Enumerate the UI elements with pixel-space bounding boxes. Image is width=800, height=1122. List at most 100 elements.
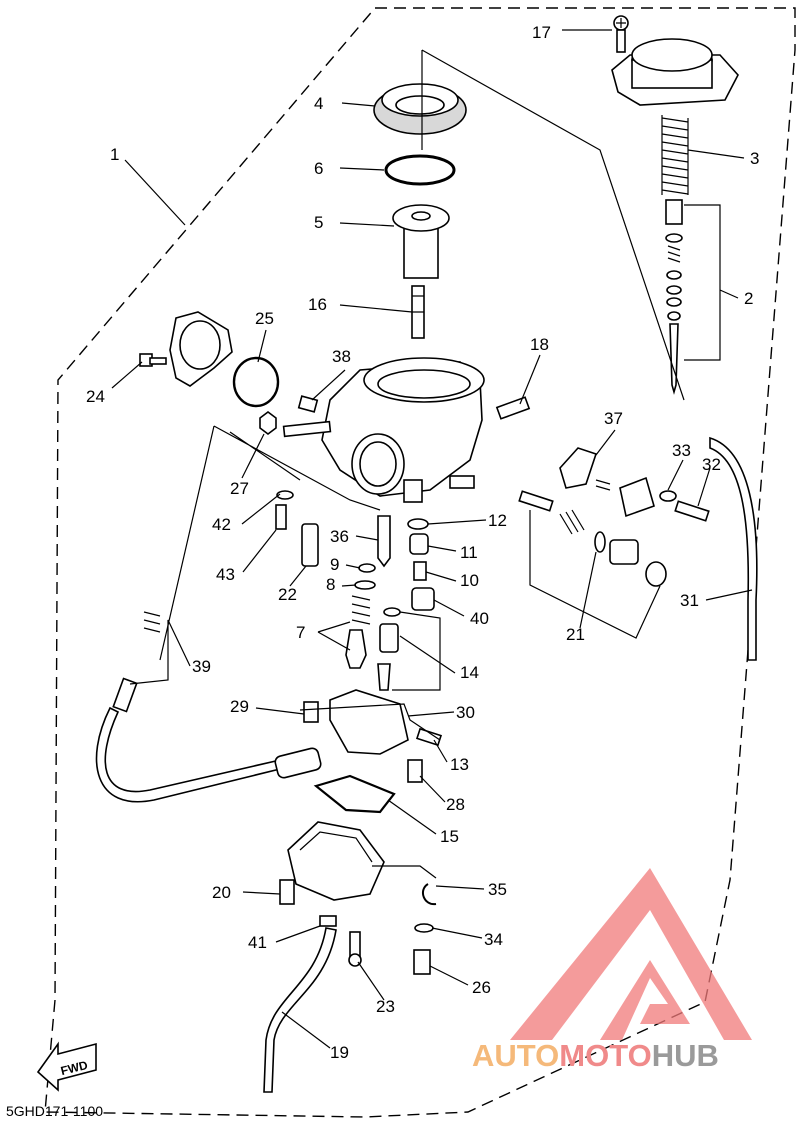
callout-28: 28 — [446, 795, 465, 814]
part-33-washer — [659, 490, 677, 502]
callout-3: 3 — [750, 149, 759, 168]
callout-37: 37 — [604, 409, 623, 428]
callout-30: 30 — [456, 703, 475, 722]
part-2-needle-set — [665, 199, 683, 395]
part-23-drain-screw — [348, 931, 362, 967]
part-25-gasket — [169, 311, 280, 408]
callout-16: 16 — [308, 295, 327, 314]
part-22-jet — [301, 523, 319, 567]
part-40-washer — [383, 607, 401, 617]
callout-33: 33 — [672, 441, 691, 460]
callout-4: 4 — [314, 94, 323, 113]
part-29-screw — [303, 701, 319, 723]
part-31-hose — [709, 436, 758, 661]
watermark-text-hub: HUB — [652, 1038, 719, 1073]
callout-22: 22 — [278, 585, 297, 604]
part-26-screw — [413, 949, 431, 975]
callout-36: 36 — [330, 527, 349, 546]
callout-13: 13 — [450, 755, 469, 774]
part-43-screw — [275, 504, 287, 530]
part-3-spring — [661, 115, 689, 195]
callout-20: 20 — [212, 883, 231, 902]
drawing-code: 5GHD171-1100 — [6, 1103, 103, 1119]
part-24-screw — [139, 353, 167, 367]
leader-lines — [111, 29, 753, 1049]
callout-12: 12 — [488, 511, 507, 530]
part-11-plug — [409, 533, 429, 555]
callout-8: 8 — [326, 575, 335, 594]
part-carburetor-body — [282, 357, 485, 503]
callout-1: 1 — [110, 145, 119, 164]
callout-43: 43 — [216, 565, 235, 584]
part-6-o-ring — [384, 154, 456, 186]
automotohub-watermark: AUTOMOTOHUB — [472, 868, 752, 1073]
part-41-clip — [319, 915, 337, 927]
part-float-bowl — [287, 821, 385, 901]
callout-38: 38 — [332, 347, 351, 366]
part-21-air-screw-set — [518, 490, 667, 587]
callout-19: 19 — [330, 1043, 349, 1062]
part-5-piston-valve — [392, 204, 450, 279]
callout-25: 25 — [255, 309, 274, 328]
callout-27: 27 — [230, 479, 249, 498]
part-35-clip — [421, 883, 437, 906]
callout-2: 2 — [744, 289, 753, 308]
part-4-diaphragm — [373, 83, 467, 135]
part-40-cap — [411, 587, 435, 611]
part-8-washer — [354, 580, 376, 590]
part-27-nut — [259, 411, 277, 435]
part-28-screw — [407, 759, 423, 783]
callout-23: 23 — [376, 997, 395, 1016]
part-top-cover — [611, 38, 739, 106]
part-39-throttle-cable — [95, 611, 322, 803]
part-9-o-ring — [358, 563, 376, 573]
part-16-needle-jet — [411, 285, 425, 339]
part-12-o-ring — [407, 518, 429, 530]
callout-numbers: 17 4 1 6 3 5 2 16 25 18 38 24 37 33 32 2… — [86, 23, 759, 1062]
part-14-float-valve — [377, 623, 399, 691]
part-19-hose — [263, 927, 337, 1093]
forward-direction-arrow: FWD — [36, 1041, 97, 1092]
part-30-float — [329, 689, 443, 755]
callout-21: 21 — [566, 625, 585, 644]
callout-29: 29 — [230, 697, 249, 716]
part-32-screw — [674, 500, 710, 522]
part-34-washer — [414, 923, 434, 933]
callout-41: 41 — [248, 933, 267, 952]
part-18-fitting — [495, 396, 531, 420]
watermark-text-moto: MOTO — [559, 1038, 651, 1073]
callout-42: 42 — [212, 515, 231, 534]
callout-40: 40 — [470, 609, 489, 628]
callout-31: 31 — [680, 591, 699, 610]
assembly-boundary-dashed — [44, 7, 796, 1118]
callout-7: 7 — [296, 623, 305, 642]
callout-32: 32 — [702, 455, 721, 474]
watermark-text-auto: AUTO — [472, 1038, 559, 1073]
callout-9: 9 — [330, 555, 339, 574]
part-7-needle-valve — [345, 595, 371, 669]
callout-24: 24 — [86, 387, 105, 406]
part-20-screw — [279, 879, 295, 905]
watermark-triangle-logo — [510, 868, 752, 1040]
part-10-jet — [413, 561, 427, 581]
callout-14: 14 — [460, 663, 479, 682]
callout-34: 34 — [484, 930, 503, 949]
watermark-text: AUTOMOTOHUB — [472, 1038, 719, 1073]
part-36-pilot-jet — [377, 515, 391, 568]
callout-18: 18 — [530, 335, 549, 354]
callout-5: 5 — [314, 213, 323, 232]
part-37-choke-assembly — [559, 447, 655, 518]
callout-6: 6 — [314, 159, 323, 178]
callout-15: 15 — [440, 827, 459, 846]
part-42-washer — [276, 490, 294, 500]
fwd-label: FWD — [59, 1058, 89, 1078]
callout-11: 11 — [460, 543, 478, 562]
callout-39: 39 — [192, 657, 211, 676]
part-17-screw — [613, 15, 629, 53]
callout-26: 26 — [472, 978, 491, 997]
callout-17: 17 — [532, 23, 551, 42]
part-15-gasket — [313, 774, 396, 814]
callout-10: 10 — [460, 571, 479, 590]
callout-35: 35 — [488, 880, 507, 899]
